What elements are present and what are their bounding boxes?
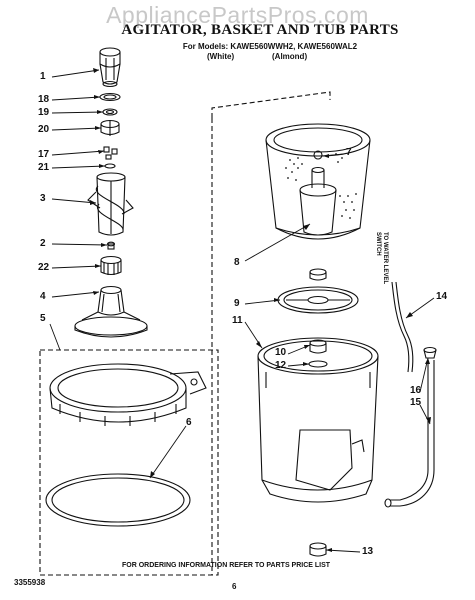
basket-perforations [285, 153, 357, 219]
callout-7: 7 [346, 147, 352, 158]
ring-part-18 [99, 92, 121, 102]
bolt-part-2 [106, 241, 116, 250]
basket-drive-ring-part-9 [277, 286, 359, 314]
callout-20: 20 [38, 124, 50, 135]
callout-22: 22 [38, 262, 50, 273]
document-number: 3355938 [14, 578, 46, 587]
dogs-part-17 [103, 146, 118, 160]
callout-4: 4 [40, 291, 46, 302]
tub-fastener-part-13 [309, 542, 327, 557]
air-tube-part-14 [391, 281, 414, 373]
callout-14: 14 [436, 291, 448, 302]
drive-coupling-part-22 [100, 255, 122, 276]
agitator-auger-part-3 [87, 172, 134, 236]
callout-6: 6 [186, 417, 192, 428]
cam-part-20 [100, 119, 120, 136]
callout-arrowheads [90, 68, 431, 552]
callout-leader-lines [49, 69, 435, 553]
callout-15: 15 [410, 397, 422, 408]
wash-basket-part-7 [265, 123, 371, 240]
subassembly-box-part-5 [39, 349, 219, 576]
seal-part-19 [102, 108, 118, 116]
tub-cover-ring-part-5 [49, 363, 207, 426]
clip-part-21 [104, 163, 116, 169]
spanner-nut-part-12 [308, 360, 328, 368]
watermark-text: AppliancePartsPros.com [106, 2, 369, 28]
tub-seal-part-10 [309, 339, 327, 354]
drain-hose-part-15 [384, 360, 435, 508]
callout-21: 21 [38, 162, 50, 173]
callout-18: 18 [38, 94, 50, 105]
callout-8: 8 [234, 257, 240, 268]
dispenser-cap-part-1 [99, 47, 121, 88]
callout-5: 5 [40, 313, 46, 324]
hose-fitting-part-16 [423, 346, 437, 359]
agitator-base-part-4 [74, 285, 148, 338]
callout-9: 9 [234, 298, 240, 309]
variant-almond: (Almond) [272, 52, 308, 61]
callout-12: 12 [275, 360, 287, 371]
outer-tub-part-11 [257, 337, 379, 503]
water-level-switch-note: TO WATER LEVEL SWITCH [375, 232, 388, 285]
callout-19: 19 [38, 107, 50, 118]
model-numbers: For Models: KAWE560WWH2, KAWE560WAL2 [182, 42, 358, 51]
callout-11: 11 [232, 315, 243, 326]
diagram-title: AGITATOR, BASKET AND TUB PARTS [121, 22, 399, 38]
callout-1: 1 [40, 71, 46, 82]
callout-2: 2 [40, 238, 46, 249]
callout-17: 17 [38, 149, 50, 160]
ordering-note: FOR ORDERING INFORMATION REFER TO PARTS … [122, 562, 331, 569]
callout-3: 3 [40, 193, 46, 204]
variant-white: (White) [207, 52, 235, 61]
callout-13: 13 [362, 546, 374, 557]
page-number: 6 [232, 582, 237, 591]
tub-ring-gasket-part-6 [45, 473, 191, 527]
callout-10: 10 [275, 347, 287, 358]
callout-16: 16 [410, 385, 422, 396]
basket-hub-part-8 [309, 268, 327, 281]
